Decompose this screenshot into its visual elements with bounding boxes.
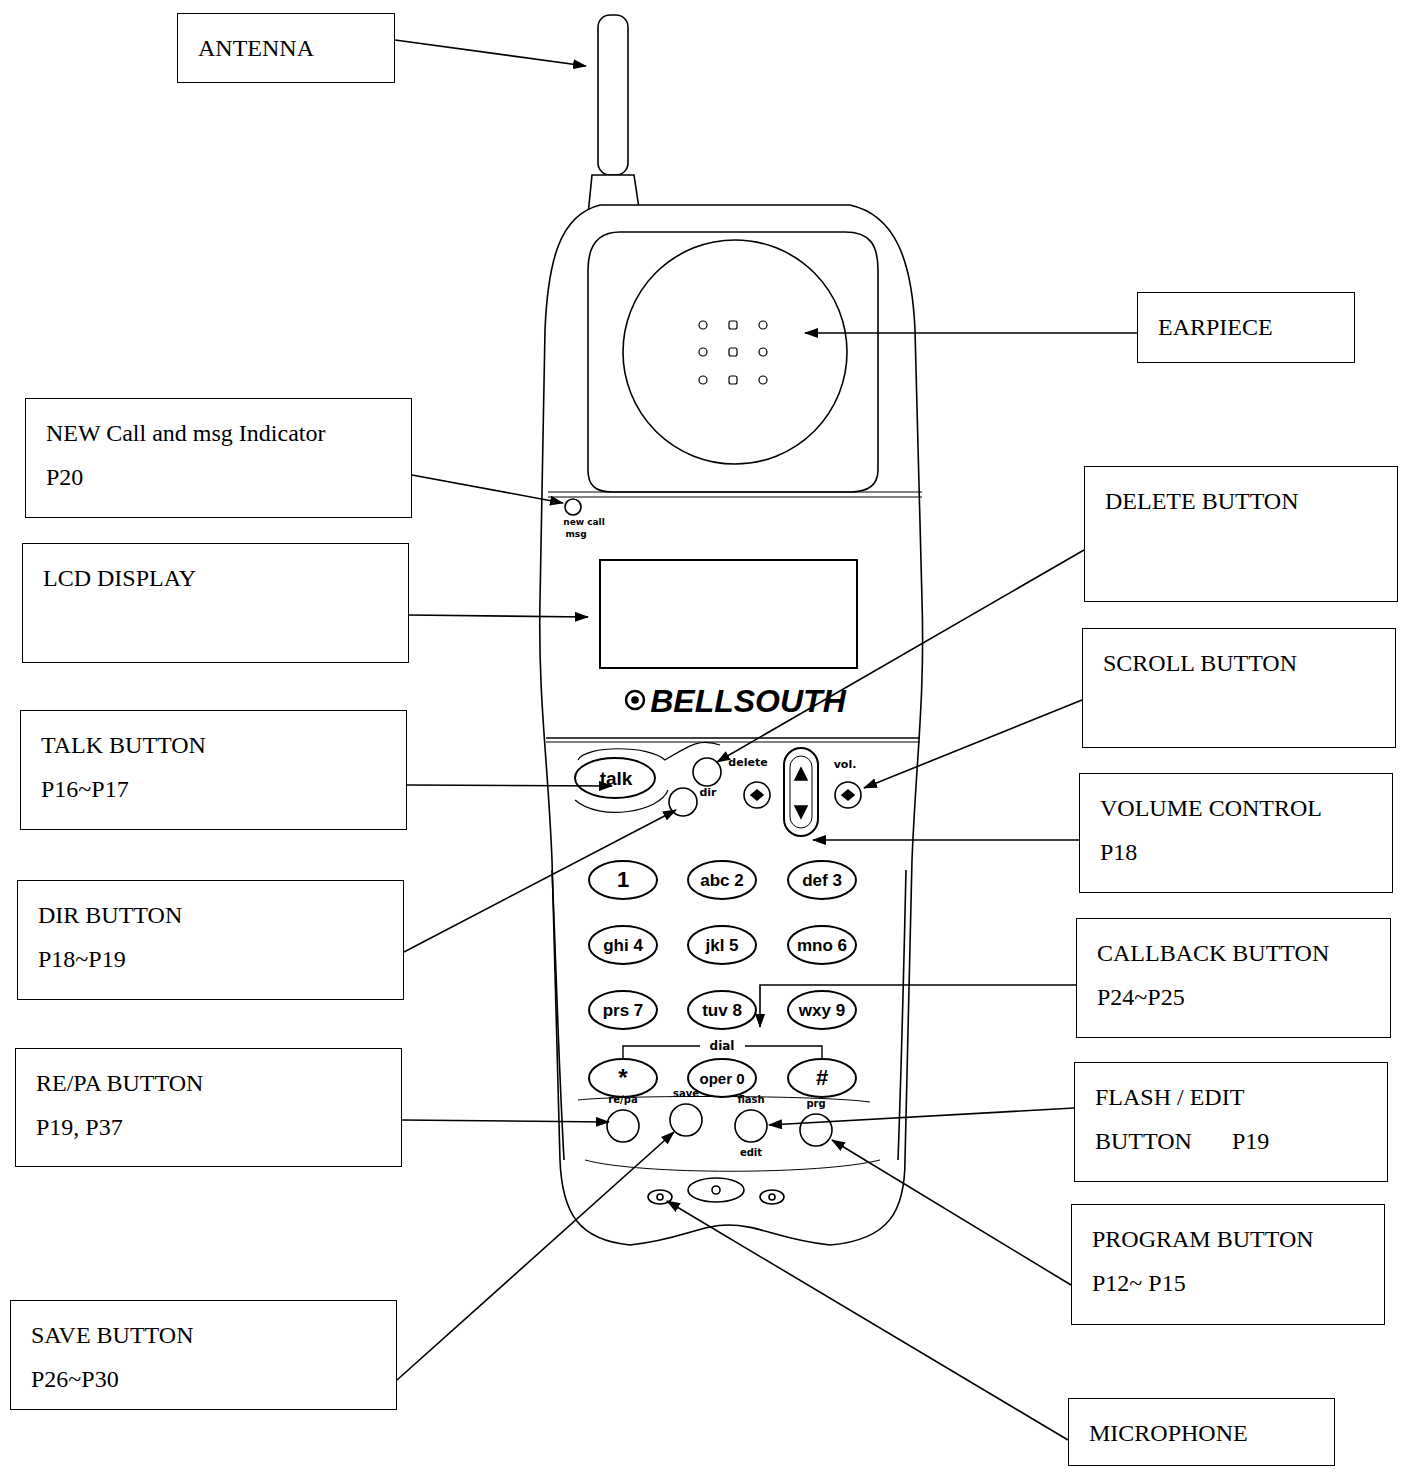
button-label: dial [710,1040,735,1052]
page-reference: P18~P19 [38,937,387,981]
button-label: vol. [834,759,857,770]
button-label: re/pa [608,1095,637,1105]
button-label: wxy 9 [799,1002,845,1019]
part-name: RE/PA BUTTON [36,1061,385,1105]
callout-box: VOLUME CONTROLP18 [1079,773,1393,893]
callout-box: SAVE BUTTONP26~P30 [10,1300,397,1410]
page-reference: P20 [46,455,395,499]
callout-box: LCD DISPLAY [22,543,409,663]
button-label: edit [740,1148,762,1158]
part-name: PROGRAM BUTTON [1092,1217,1368,1261]
part-name: SAVE BUTTON [31,1313,380,1357]
callout-box: SCROLL BUTTON [1082,628,1396,748]
button-label: flash [737,1095,764,1105]
button-label: save [673,1089,699,1099]
part-name: ANTENNA [198,26,378,70]
button-label: new call [563,518,605,527]
callout-box: NEW Call and msg IndicatorP20 [25,398,412,518]
button-label: abc 2 [700,872,743,889]
button-label: delete [728,757,767,768]
button-label: tuv 8 [702,1002,742,1019]
page-reference: P19 [1232,1128,1269,1154]
page-reference: P18 [1100,830,1376,874]
callout-box: DELETE BUTTON [1084,466,1398,602]
callout-box: PROGRAM BUTTONP12~ P15 [1071,1204,1385,1325]
callout-box: FLASH / EDIT BUTTONP19 [1074,1062,1388,1182]
button-label: msg [565,530,586,539]
button-label: ghi 4 [603,937,643,954]
part-name: VOLUME CONTROL [1100,786,1376,830]
callout-box: MICROPHONE [1068,1398,1335,1466]
leader-lines [395,40,1137,1440]
page-reference: P19, P37 [36,1105,385,1149]
part-name: CALLBACK BUTTON [1097,931,1374,975]
part-name: MICROPHONE [1089,1411,1318,1455]
callout-box: RE/PA BUTTONP19, P37 [15,1048,402,1167]
button-label: dir [699,787,716,798]
button-label: jkl 5 [705,937,738,954]
brand-logo: BELLSOUTH [650,685,846,717]
page-reference: P16~P17 [41,767,390,811]
part-name: LCD DISPLAY [43,556,392,600]
page-reference: P26~P30 [31,1357,380,1401]
callout-box: EARPIECE [1137,292,1355,363]
page-reference: P24~P25 [1097,975,1374,1019]
button-label: * [618,1066,627,1090]
part-name: NEW Call and msg Indicator [46,411,395,455]
part-name: TALK BUTTON [41,723,390,767]
button-label: oper 0 [699,1071,744,1086]
button-label: prs 7 [603,1002,644,1019]
part-name: DELETE BUTTON [1105,479,1381,523]
part-name: EARPIECE [1158,305,1338,349]
button-label: # [816,1067,828,1089]
button-label: talk [600,769,633,788]
button-label: 1 [617,869,629,891]
part-name: FLASH / EDIT BUTTON [1095,1084,1244,1154]
callout-box: TALK BUTTONP16~P17 [20,710,407,830]
button-label: mno 6 [797,937,847,954]
button-label: def 3 [802,872,842,889]
part-name: SCROLL BUTTON [1103,641,1379,685]
part-name: DIR BUTTON [38,893,387,937]
callout-box: ANTENNA [177,13,395,83]
callout-box: CALLBACK BUTTONP24~P25 [1076,918,1391,1038]
button-label: prg [806,1099,825,1109]
callout-box: DIR BUTTONP18~P19 [17,880,404,1000]
page-reference: P12~ P15 [1092,1261,1368,1305]
